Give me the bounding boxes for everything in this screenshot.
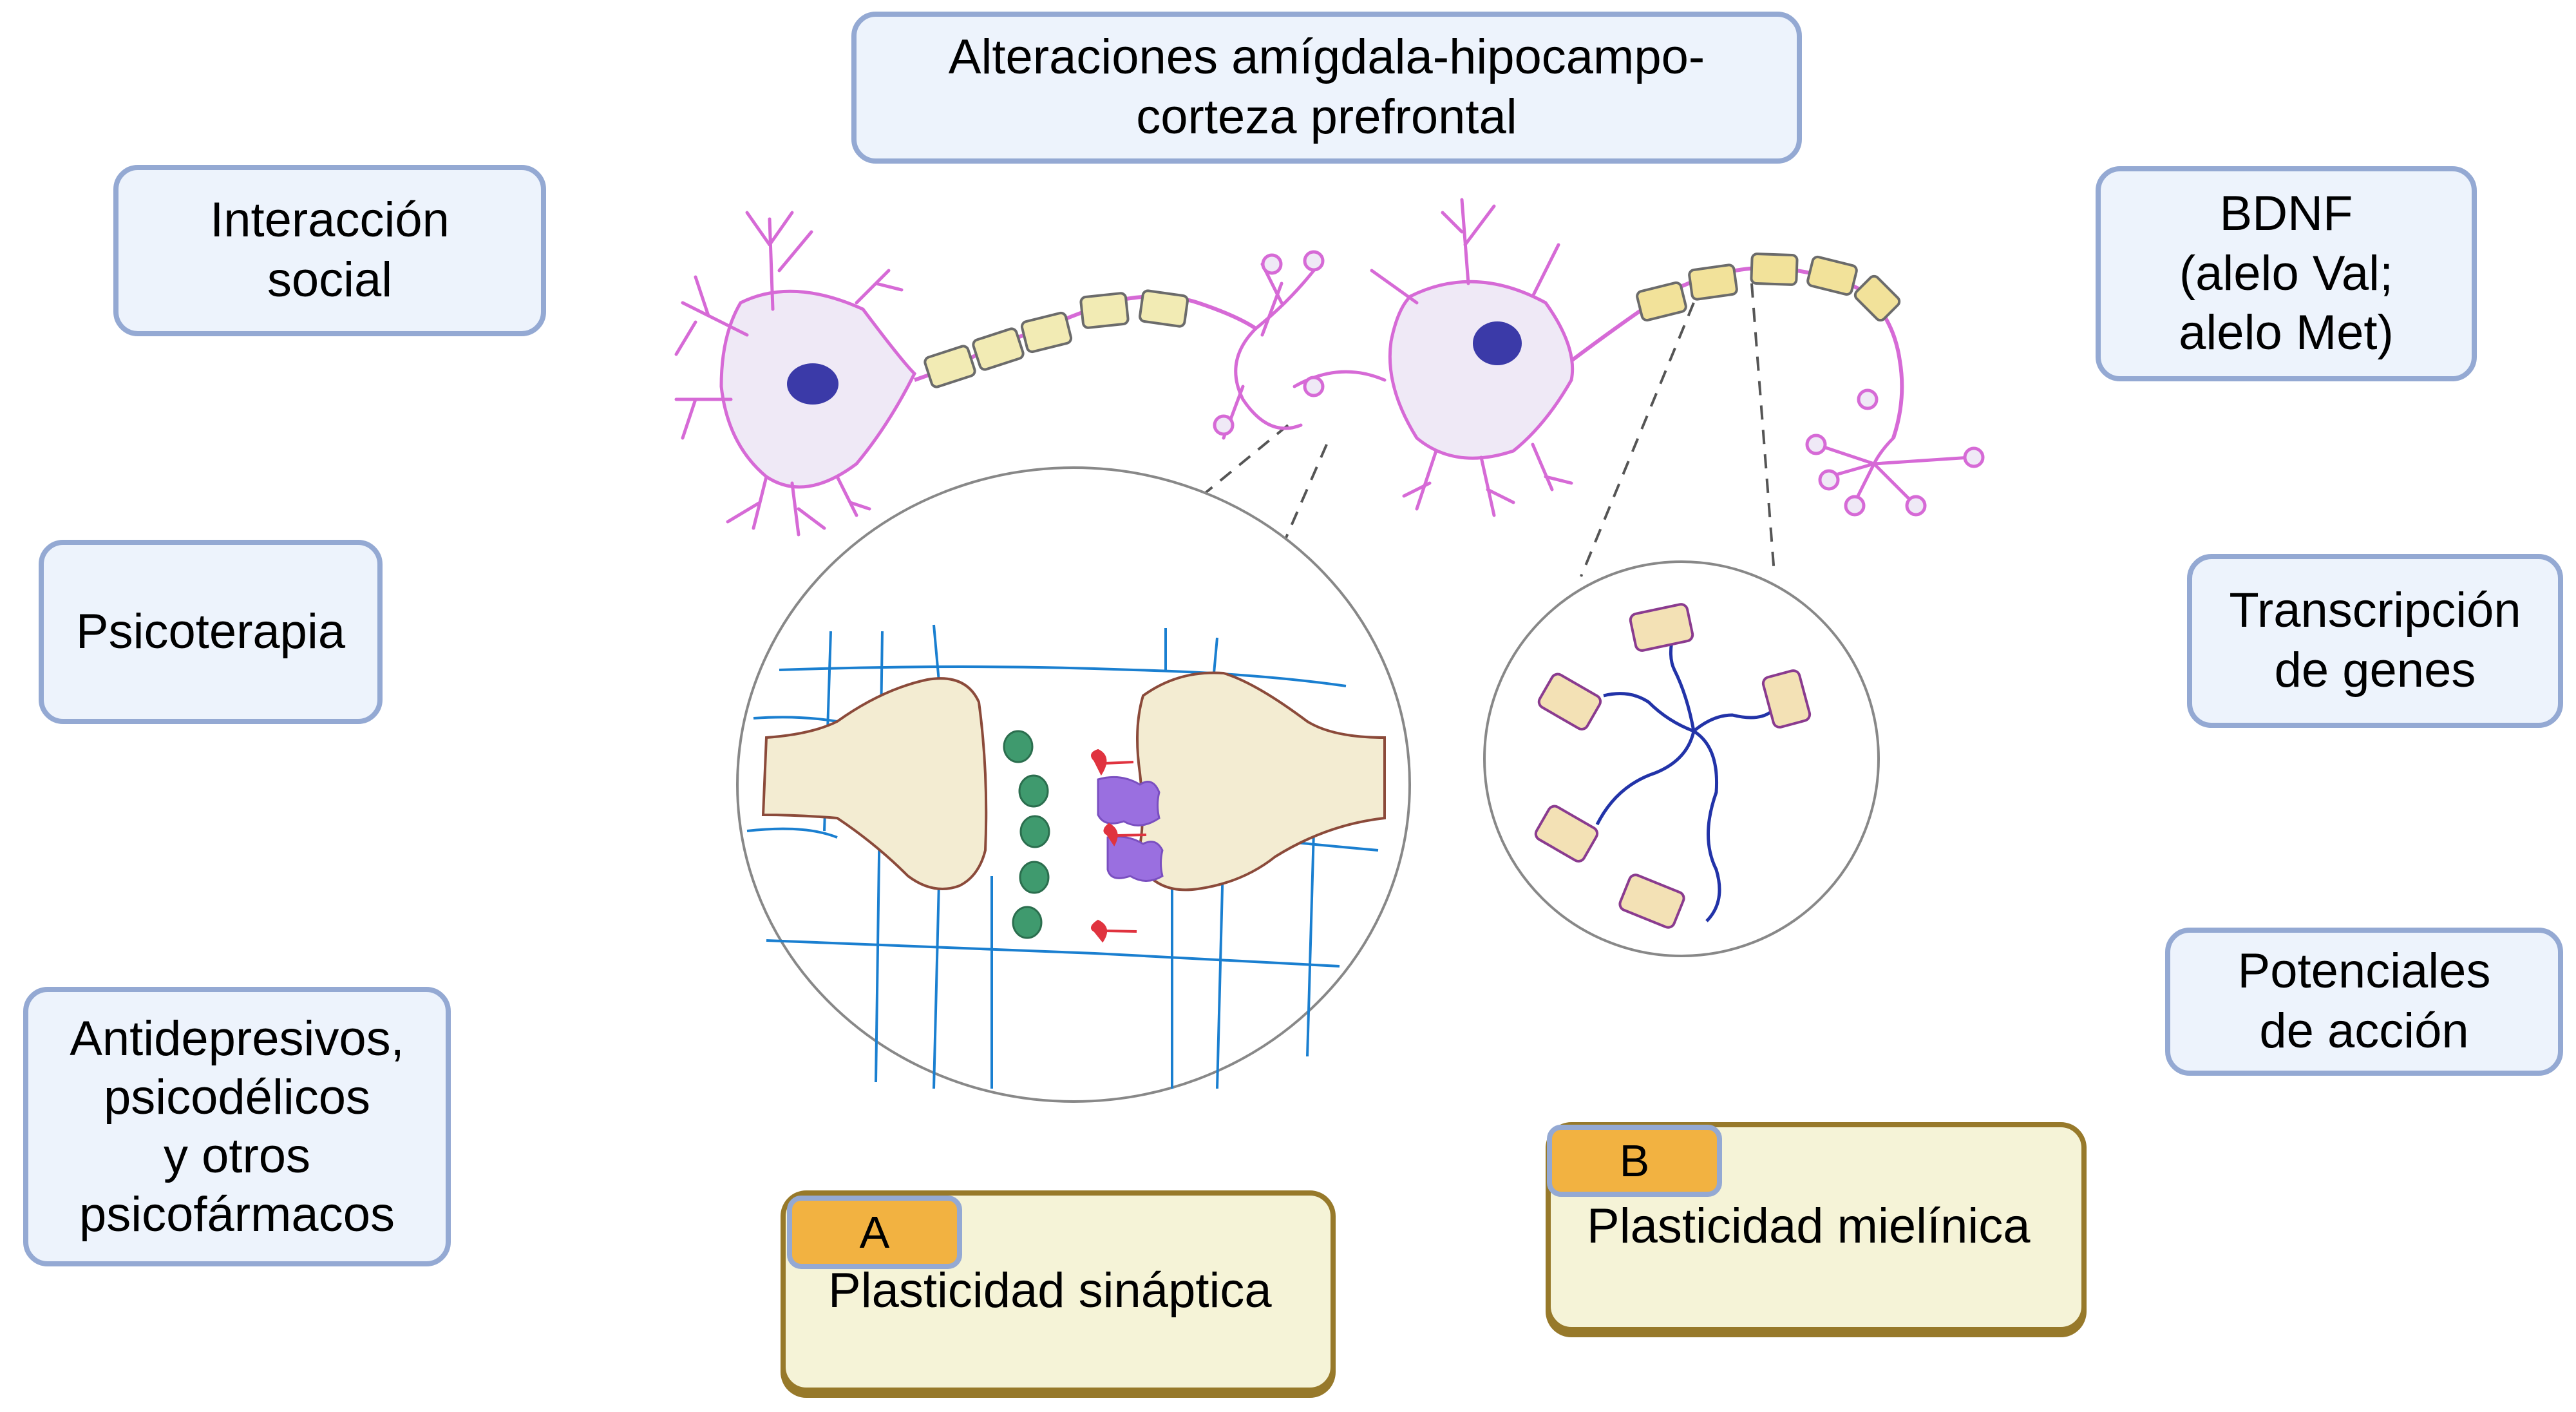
box-bdnf: BDNF (alelo Val; alelo Met) [2096,166,2477,381]
myelin-segment [1079,292,1130,329]
myelin-segment [972,327,1025,371]
vesicle [1019,815,1050,848]
receptor [1106,835,1164,882]
vesicle [1012,906,1043,939]
myelin-sheath [1629,603,1694,652]
nucleus-2 [1473,321,1522,365]
panel-b-title: Plasticidad mielínica [1587,1198,2031,1254]
myelin-sheath [1537,673,1602,730]
panel-a-title: Plasticidad sináptica [828,1263,1272,1319]
myelin-sheaths [1534,603,1812,929]
myelin-segment [1139,289,1189,328]
box-action-potentials: Potenciales de acción [2165,928,2563,1076]
box-psychotherapy-label: Psicoterapia [75,604,346,659]
myelin-inset [1483,560,1880,957]
myelin-segment [1688,263,1738,301]
vesicle [1019,861,1050,894]
box-social-interaction: Interacción social [113,165,546,336]
zoom-line-myelin-left [1580,302,1695,577]
box-psychotherapy: Psicoterapia [39,540,383,724]
box-bdnf-label: BDNF (alelo Val; alelo Met) [2179,186,2394,361]
ligand [1103,823,1118,846]
vesicle [1018,774,1049,808]
myelin-segment [1636,281,1687,322]
ligands [1091,749,1147,943]
myelin-segment [1853,274,1901,322]
top-box-brain-circuits: Alteraciones amígdala-hipocampo- corteza… [851,12,1802,164]
box-social-interaction-label: Interacción social [210,193,450,307]
receptor [1097,776,1160,826]
box-gene-transcription: Transcripción de genes [2187,554,2563,728]
myelin-sheath [1761,669,1812,729]
panel-a-tag-label: A [859,1207,890,1257]
panel-b-tag: B [1547,1125,1722,1197]
synaptic-vesicles [1003,730,1050,939]
myelin-sheath [1534,805,1599,863]
postsynaptic-neuron [1370,198,1985,517]
presynaptic-neuron [674,211,1257,537]
nucleus-1 [787,363,838,405]
axon-terminal-1 [1213,250,1387,440]
panel-b-title-text: Plasticidad mielínica [1587,1199,2031,1254]
presynaptic-bouton [761,677,988,890]
box-pharmacology-label: Antidepresivos, psicodélicos y otros psi… [70,1011,404,1243]
ligand [1091,919,1108,943]
zoom-line-myelin-right [1750,283,1776,574]
panel-a-tag: A [787,1196,962,1269]
oligodendrocyte-processes [1595,634,1772,922]
myelin-segment [923,345,976,388]
myelin-sheath [1618,873,1685,929]
ligand [1091,749,1107,776]
top-box-label: Alteraciones amígdala-hipocampo- corteza… [948,30,1705,144]
panel-b-tag-label: B [1619,1136,1650,1186]
box-gene-transcription-label: Transcripción de genes [2229,583,2521,698]
myelin-segment [1806,255,1858,296]
panel-a-title-text: Plasticidad sináptica [828,1263,1272,1318]
box-pharmacology: Antidepresivos, psicodélicos y otros psi… [23,987,451,1266]
box-action-potentials-label: Potenciales de acción [2237,944,2491,1058]
myelin-segment [1750,253,1799,286]
vesicle [1003,730,1034,763]
myelin-segment [1020,311,1073,354]
axon-terminal-2 [1805,388,1985,517]
synapse-inset [736,466,1411,1103]
postsynaptic-spine [1135,671,1386,892]
receptors [1097,776,1164,882]
